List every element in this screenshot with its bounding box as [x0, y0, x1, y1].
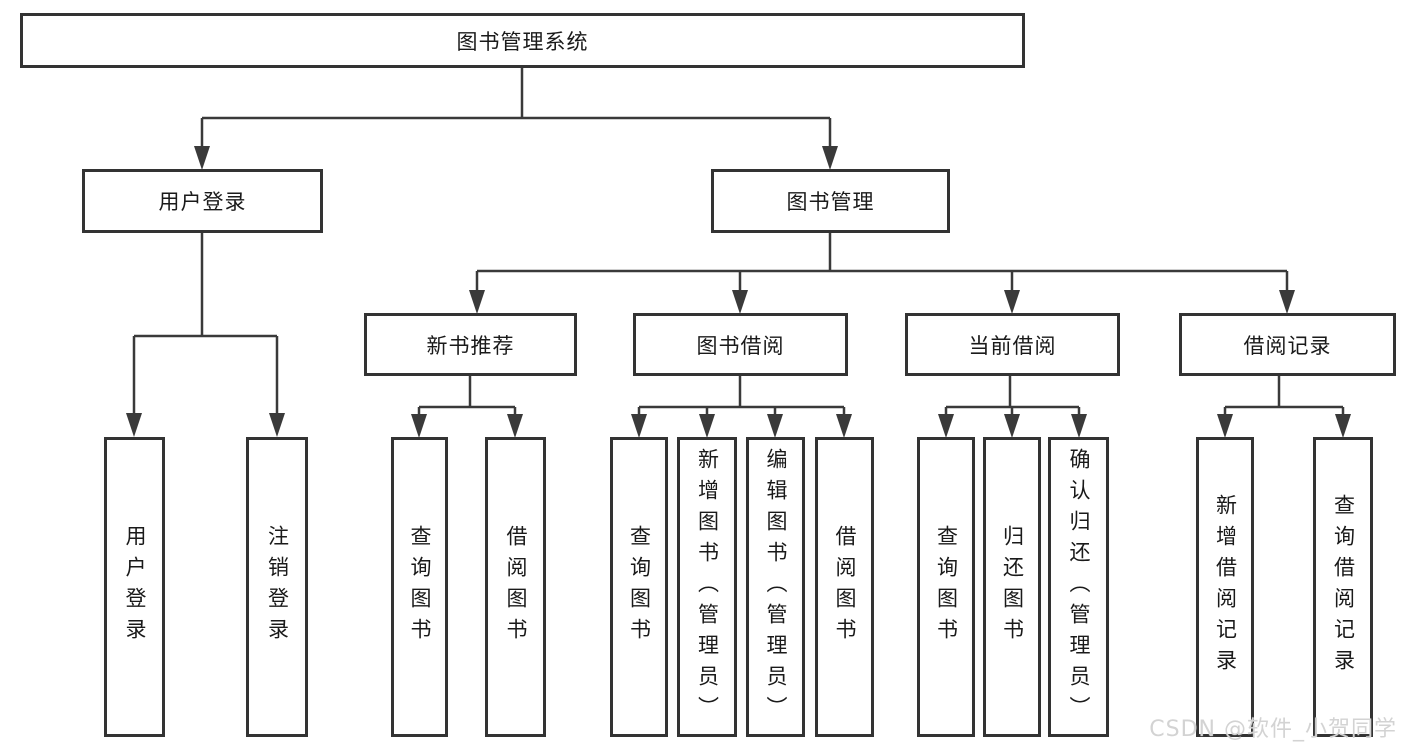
node-book-borrow: 图书借阅: [633, 313, 848, 376]
leaf-logout-login: 注销登录: [246, 437, 308, 737]
leaf-user-login: 用户登录: [104, 437, 165, 737]
leaf-add-borrow-record: 新增借阅记录: [1196, 437, 1254, 737]
node-book-management: 图书管理: [711, 169, 950, 233]
csdn-watermark: CSDN @软件_小贺同学: [1149, 717, 1397, 742]
node-user-login: 用户登录: [82, 169, 323, 233]
leaf-query-books-borrow: 查询图书: [610, 437, 668, 737]
leaf-query-borrow-record: 查询借阅记录: [1313, 437, 1373, 737]
leaf-borrow-books-recommend: 借阅图书: [485, 437, 546, 737]
node-borrow-records: 借阅记录: [1179, 313, 1396, 376]
node-root: 图书管理系统: [20, 13, 1025, 68]
leaf-edit-books-admin: 编辑图书（管理员）: [746, 437, 805, 737]
node-new-book-recommend: 新书推荐: [364, 313, 577, 376]
leaf-add-books-admin: 新增图书（管理员）: [677, 437, 737, 737]
leaf-query-books-recommend: 查询图书: [391, 437, 448, 737]
leaf-borrow-books: 借阅图书: [815, 437, 874, 737]
leaf-query-books-current: 查询图书: [917, 437, 975, 737]
leaf-confirm-return-admin: 确认归还（管理员）: [1048, 437, 1109, 737]
leaf-return-books: 归还图书: [983, 437, 1041, 737]
node-current-borrow: 当前借阅: [905, 313, 1120, 376]
